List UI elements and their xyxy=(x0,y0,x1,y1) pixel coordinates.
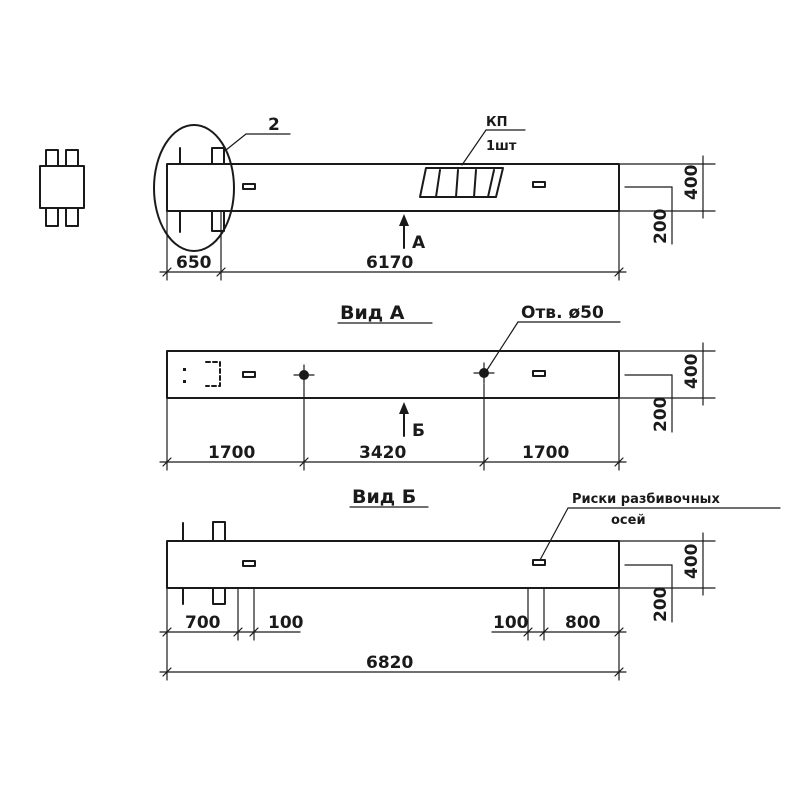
view-b-dim-total: 6820 xyxy=(366,653,413,673)
elev-dim-offset: 200 xyxy=(651,208,671,244)
elev-dim-main: 6170 xyxy=(366,253,413,273)
view-a-title: Вид А xyxy=(340,302,405,324)
cross-section xyxy=(39,149,85,227)
hole-left xyxy=(293,364,315,386)
callout-number: 2 xyxy=(268,115,280,135)
view-a-dim-middle: 3420 xyxy=(359,443,406,463)
view-b-title: Вид Б xyxy=(352,486,416,508)
view-b-dim-left: 700 xyxy=(185,613,221,633)
view-a-dim-right: 1700 xyxy=(522,443,569,463)
arrow-b-label: Б xyxy=(412,421,425,441)
view-a: Вид А Отв. ø50 Б xyxy=(159,302,716,471)
view-a-dim-height: 400 xyxy=(682,353,702,389)
note-line2: осей xyxy=(611,513,646,528)
arrow-a-label: А xyxy=(412,233,426,253)
view-b-dim-right: 800 xyxy=(565,613,601,633)
lifting-loop xyxy=(419,167,504,198)
elevation-view: 2 КП 1шт А 650 6170 400 200 xyxy=(153,115,716,281)
detail-callout-ellipse xyxy=(153,124,235,252)
elev-dim-left: 650 xyxy=(176,253,212,273)
hole-label: Отв. ø50 xyxy=(521,303,604,323)
view-a-dim-offset: 200 xyxy=(651,396,671,432)
view-b-dim-height: 400 xyxy=(682,543,702,579)
hole-right xyxy=(473,362,495,384)
beam-body xyxy=(166,163,620,212)
view-b-dim-right-small: 100 xyxy=(493,613,529,633)
note-line1: Риски разбивочных xyxy=(572,492,720,507)
view-b: Вид Б Риски разбивочных осей 700 100 100… xyxy=(159,486,781,681)
elev-dim-height: 400 xyxy=(682,164,702,200)
kp-label: КП xyxy=(486,115,508,130)
kp-quantity: 1шт xyxy=(486,139,517,154)
beam-body-a xyxy=(166,350,620,399)
beam-body-b xyxy=(166,540,620,589)
view-b-dim-left-small: 100 xyxy=(268,613,304,633)
view-a-dim-left: 1700 xyxy=(208,443,255,463)
view-b-dim-offset: 200 xyxy=(651,586,671,622)
